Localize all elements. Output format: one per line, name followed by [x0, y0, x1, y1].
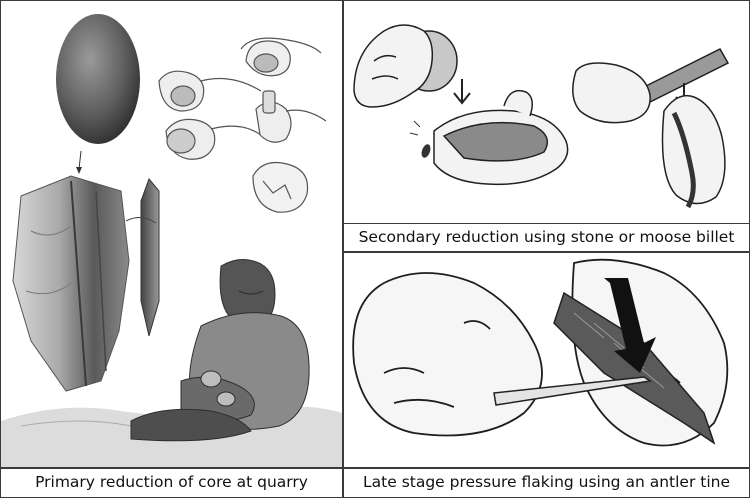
cobble-stone: [56, 14, 140, 144]
caption-secondary: Secondary reduction using stone or moose…: [358, 228, 735, 246]
primary-reduction-illustration: [1, 14, 342, 467]
flake-spalls: [409, 120, 431, 158]
hand-holding-biface: [661, 94, 726, 209]
hand-holding-flake: [433, 89, 569, 186]
caption-primary: Primary reduction of core at quarry: [35, 473, 308, 491]
hand-with-hammerstone: [353, 24, 458, 108]
stone-blade: [140, 178, 160, 337]
stone-point: [553, 291, 716, 445]
horizontal-divider-right: [344, 251, 749, 253]
hand-with-billet: [572, 48, 730, 124]
secondary-reduction-illustration: [353, 24, 730, 209]
hand-sketches: [158, 37, 327, 213]
caption-pressure: Late stage pressure flaking using an ant…: [363, 473, 730, 491]
down-arrow-left: [453, 79, 471, 105]
pressure-arrow-icon: [604, 278, 656, 373]
horizontal-divider-secondary-top: [344, 223, 749, 224]
vertical-divider: [342, 1, 344, 497]
horizontal-divider-bottom: [1, 467, 749, 469]
hands-pressure-flaking: [352, 258, 729, 447]
panel-primary-reduction: [1, 1, 342, 467]
seated-knapper: [130, 259, 310, 442]
panel-pressure-flaking: [344, 253, 749, 467]
pressure-flaking-illustration: [352, 258, 729, 447]
antler-tine: [493, 376, 653, 406]
panel-secondary-reduction: [344, 1, 749, 223]
